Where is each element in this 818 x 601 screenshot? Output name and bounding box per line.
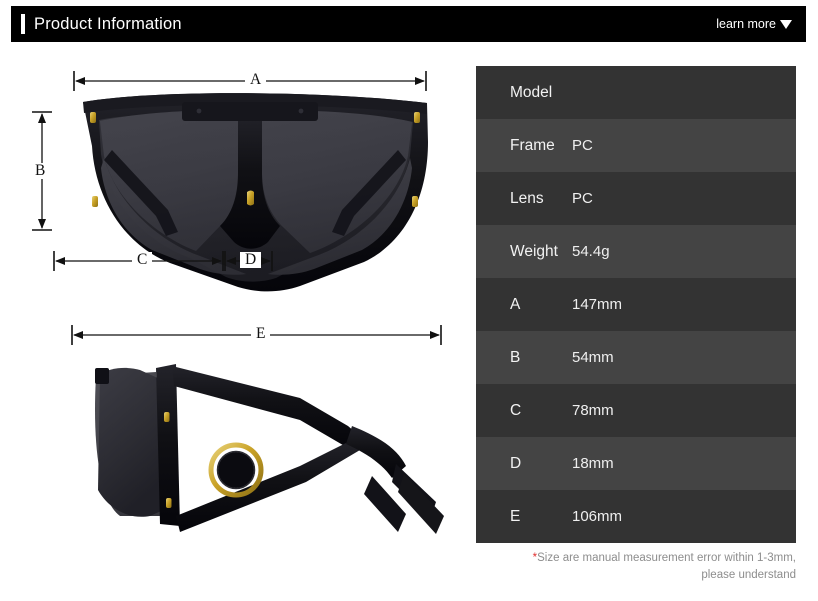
gold-rivet [90, 112, 96, 123]
spec-key: Lens [510, 189, 544, 207]
table-row: Lens PC [476, 172, 796, 225]
gold-bridge-accent [247, 190, 254, 206]
spec-key: Model [510, 83, 553, 101]
dimension-label-a: A [245, 72, 267, 88]
learn-more-button[interactable]: learn more [716, 17, 792, 31]
spec-key: B [510, 348, 521, 366]
dimension-label-b: B [30, 163, 51, 179]
spec-key: E [510, 507, 521, 525]
disclaimer-line-1: Size are manual measurement error within… [537, 552, 796, 564]
gold-rivet [92, 196, 98, 207]
table-row: Frame PC [476, 119, 796, 172]
measurement-disclaimer: *Size are manual measurement error withi… [476, 550, 796, 583]
spec-key: C [510, 401, 522, 419]
spec-value: 54mm [572, 349, 614, 366]
sunglasses-front-view [83, 93, 428, 292]
spec-value: PC [572, 190, 593, 207]
asterisk-marker: * [532, 552, 538, 564]
chevron-down-icon [780, 19, 792, 29]
page-title: Product Information [34, 14, 182, 33]
dimension-drawing-svg [32, 71, 444, 534]
spec-value: 54.4g [572, 243, 610, 260]
table-row: C 78mm [476, 384, 796, 437]
table-row: Weight 54.4g [476, 225, 796, 278]
spec-value: PC [572, 137, 593, 154]
spec-value: 18mm [572, 455, 614, 472]
table-row: D 18mm [476, 437, 796, 490]
dimension-label-e: E [251, 326, 271, 342]
spec-key: D [510, 454, 522, 472]
disclaimer-line-2: please understand [701, 568, 796, 581]
table-row: Model [476, 66, 796, 119]
sunglasses-side-view [95, 364, 444, 534]
table-row: A 147mm [476, 278, 796, 331]
spec-key: Frame [510, 136, 555, 154]
spec-value: 78mm [572, 402, 614, 419]
table-row: B 54mm [476, 331, 796, 384]
gold-ring-ornament [208, 442, 264, 498]
dimension-label-c: C [132, 252, 153, 268]
table-row: E 106mm [476, 490, 796, 543]
gold-rivet [414, 112, 420, 123]
product-dimension-diagrams: A B C D E [0, 46, 470, 594]
spec-value: 147mm [572, 296, 623, 313]
dimension-label-d: D [240, 252, 262, 268]
specification-table: Model Frame PC Lens PC Weight 54.4g A 14… [476, 66, 796, 543]
spec-key: Weight [510, 242, 558, 260]
gold-rivet [164, 412, 170, 422]
product-information-header: Product Information learn more [11, 6, 806, 42]
spec-key: A [510, 295, 521, 313]
gold-rivet [166, 498, 172, 508]
learn-more-label: learn more [716, 17, 776, 31]
header-accent-bar [21, 14, 25, 34]
spec-value: 106mm [572, 508, 623, 525]
gold-rivet [412, 196, 418, 207]
